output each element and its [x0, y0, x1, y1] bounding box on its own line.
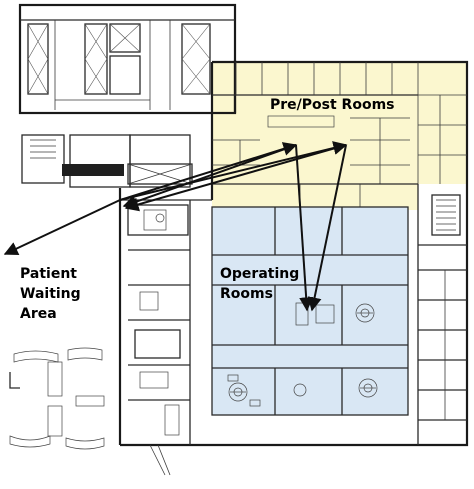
operating-rooms-grid	[211, 206, 409, 416]
patient-waiting-area-label-line2: Waiting	[20, 286, 81, 302]
stair-block	[21, 134, 193, 188]
patient-waiting-area-label: Patient Waiting Area	[20, 264, 81, 324]
flow-arrow	[3, 199, 121, 255]
waiting-area-furniture	[9, 347, 105, 450]
pre-post-zone	[212, 62, 467, 210]
flow-arrow	[122, 144, 297, 209]
operating-rooms-label: Operating Rooms	[220, 264, 299, 304]
patient-waiting-area-label-line1: Patient	[20, 266, 77, 282]
operating-rooms-label-line1: Operating	[220, 266, 300, 282]
flow-arrow	[295, 144, 314, 312]
pre-post-rooms-label: Pre/Post Rooms	[270, 97, 395, 113]
elevator-bank-wing	[18, 3, 237, 115]
right-service-rooms	[417, 184, 467, 445]
flow-arrow	[119, 142, 298, 201]
left-wing-rooms	[127, 200, 191, 476]
patient-flow-arrows	[3, 141, 348, 312]
flow-arrow	[307, 144, 347, 312]
flow-arrow	[124, 144, 347, 212]
pre-post-rooms-grid	[212, 62, 467, 207]
flow-arrow	[119, 141, 348, 201]
operating-rooms-label-line2: Rooms	[220, 286, 273, 302]
patient-waiting-area-label-line3: Area	[20, 306, 57, 322]
